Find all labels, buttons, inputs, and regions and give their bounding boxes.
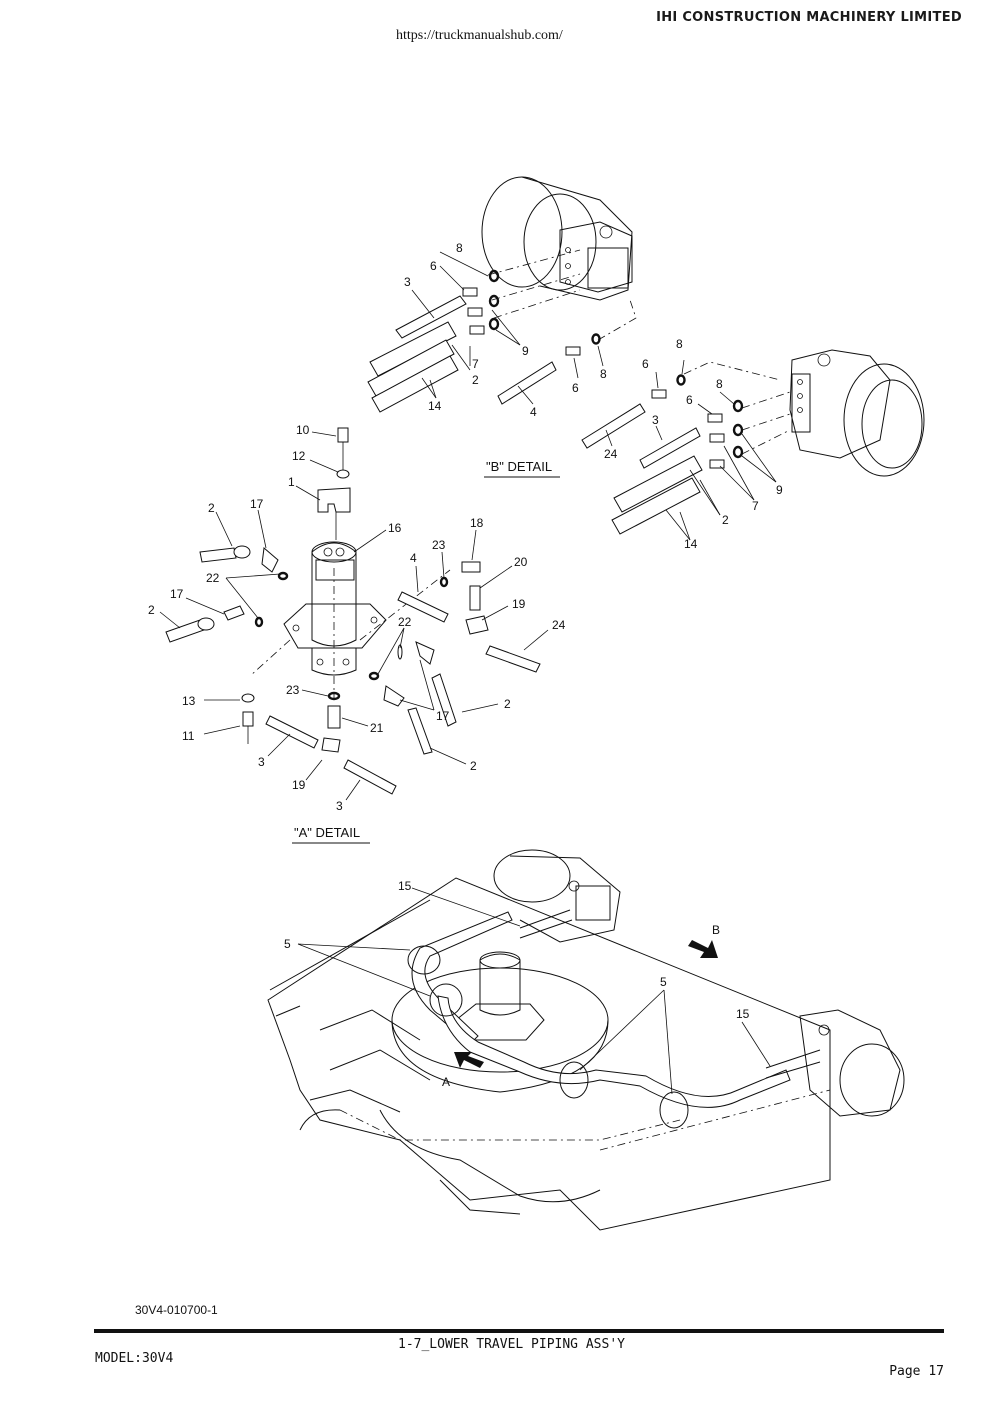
callout-17-a-bottom: 17: [436, 709, 450, 723]
callout-2-upper: 2: [472, 373, 479, 387]
callout-2-a-top: 2: [208, 501, 215, 515]
a-detail-leaders: [159, 431, 549, 801]
section-title: 1-7_LOWER TRAVEL PIPING ASS'Y: [398, 1337, 625, 1352]
a-detail-title: "A" DETAIL: [294, 825, 360, 840]
model-label: MODEL:30V4: [95, 1351, 174, 1366]
callout-9-upper: 9: [522, 344, 529, 358]
arrow-b: [688, 940, 718, 958]
b-detail-right-motor: [683, 349, 925, 477]
callout-1: 1: [288, 475, 295, 489]
drawing-number: 30V4-010700-1: [135, 1303, 218, 1317]
callout-10: 10: [296, 423, 310, 437]
callout-3-a-left: 3: [258, 755, 265, 769]
callout-19-a-right: 19: [512, 597, 526, 611]
source-url[interactable]: https://truckmanualshub.com/: [396, 28, 563, 43]
callout-5-right: 5: [660, 975, 667, 989]
page-number: Page 17: [889, 1364, 944, 1379]
callout-8-upper: 8: [456, 241, 463, 255]
callout-11: 11: [182, 729, 195, 743]
callout-5-left: 5: [284, 937, 291, 951]
callout-9-right: 9: [776, 483, 783, 497]
callout-7-right: 7: [752, 499, 759, 513]
arrow-a: [454, 1052, 484, 1068]
callout-2-right: 2: [722, 513, 729, 527]
callout-23-a-top: 23: [432, 538, 446, 552]
callout-23-a-bottom: 23: [286, 683, 300, 697]
callout-8-right-b: 8: [716, 377, 723, 391]
callout-14-upper: 14: [428, 399, 442, 413]
callout-6-upper: 6: [430, 259, 437, 273]
overview-left-motor: [493, 849, 621, 943]
callout-20: 20: [514, 555, 528, 569]
overview-right-motor: [799, 1009, 905, 1117]
callout-6-upper-b: 6: [572, 381, 579, 395]
callout-18: 18: [470, 516, 484, 530]
callout-15-left: 15: [398, 879, 412, 893]
footer-divider: [94, 1329, 944, 1333]
callout-24-right: 24: [604, 447, 618, 461]
callout-13: 13: [182, 694, 196, 708]
callout-2-a-left: 2: [148, 603, 155, 617]
callout-15-right: 15: [736, 1007, 750, 1021]
callout-19-a-bottom: 19: [292, 778, 306, 792]
a-detail-fittings: [165, 545, 541, 795]
b-detail-upper-fittings: [367, 251, 604, 413]
callout-4-a: 4: [410, 551, 417, 565]
callout-3-upper: 3: [404, 275, 411, 289]
callout-17-a-left: 17: [170, 587, 184, 601]
callout-3-right: 3: [652, 413, 659, 427]
lower-frame-overview: [267, 877, 831, 1231]
callout-22-a-left: 22: [206, 571, 220, 585]
callout-3-a-bottom: 3: [336, 799, 343, 813]
brand-header: IHI CONSTRUCTION MACHINERY LIMITED: [656, 10, 962, 25]
callout-14-right: 14: [684, 537, 698, 551]
callout-24-a: 24: [552, 618, 566, 632]
callout-12: 12: [292, 449, 306, 463]
callout-2-a-right: 2: [504, 697, 511, 711]
b-detail-right-fittings: [581, 359, 777, 541]
callout-6-right-a: 6: [642, 357, 649, 371]
callout-8-right-a: 8: [676, 337, 683, 351]
callout-6-right-b: 6: [686, 393, 693, 407]
callout-16: 16: [388, 521, 402, 535]
overview-hoses: [407, 909, 821, 1129]
view-marker-b: B: [712, 923, 720, 937]
b-detail-title: "B" DETAIL: [486, 459, 552, 474]
callout-22-a-right: 22: [398, 615, 412, 629]
overview-center-joint: [455, 951, 545, 1041]
callout-7-upper: 7: [472, 357, 479, 371]
b-detail-upper-motor: [481, 176, 637, 341]
overview-leaders: [297, 887, 771, 1095]
callout-17-a-top: 17: [250, 497, 264, 511]
callout-21: 21: [370, 721, 384, 735]
view-marker-a: A: [442, 1075, 450, 1089]
a-detail-center-joint: [241, 427, 451, 744]
callout-2-a-bottom: 2: [470, 759, 477, 773]
callout-8-upper-b: 8: [600, 367, 607, 381]
callout-4-upper: 4: [530, 405, 537, 419]
